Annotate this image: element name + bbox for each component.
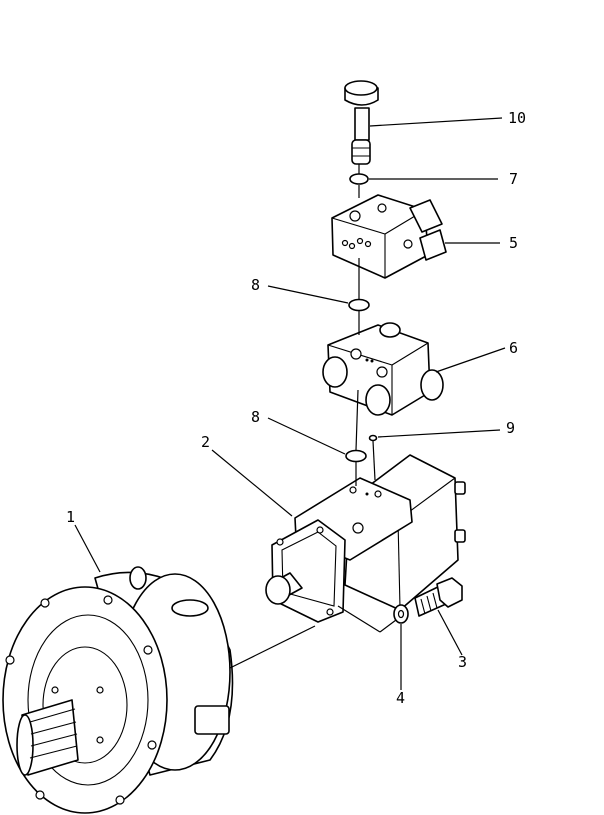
callout-9: 9 [506, 419, 515, 437]
part-9-small-o-ring [368, 434, 378, 442]
part-2-hydraulic-motor [265, 454, 466, 623]
leader-lines [74, 117, 506, 690]
part-5-valve-block [331, 194, 447, 279]
assembly-lines [229, 164, 397, 669]
part-8-o-ring-upper [348, 298, 370, 312]
part-1-gear-housing [2, 566, 234, 814]
callout-3: 3 [458, 653, 467, 671]
callout-8-lower: 8 [251, 408, 260, 426]
callout-labels: 1 2 3 4 5 6 7 8 8 9 10 [66, 109, 526, 707]
callout-7: 7 [509, 170, 518, 188]
callout-5: 5 [509, 234, 518, 252]
part-3-bolt [414, 577, 463, 617]
callout-2: 2 [201, 433, 210, 451]
part-7-o-ring [349, 173, 369, 185]
part-6-check-valve [322, 322, 444, 416]
part-4-washer [393, 604, 409, 624]
part-10-plunger [344, 80, 379, 165]
callout-6: 6 [509, 339, 518, 357]
callout-10: 10 [508, 109, 526, 127]
part-8-o-ring-lower [345, 449, 367, 463]
callout-4: 4 [396, 689, 405, 707]
callout-1: 1 [66, 508, 75, 526]
callout-8-upper: 8 [251, 276, 260, 294]
